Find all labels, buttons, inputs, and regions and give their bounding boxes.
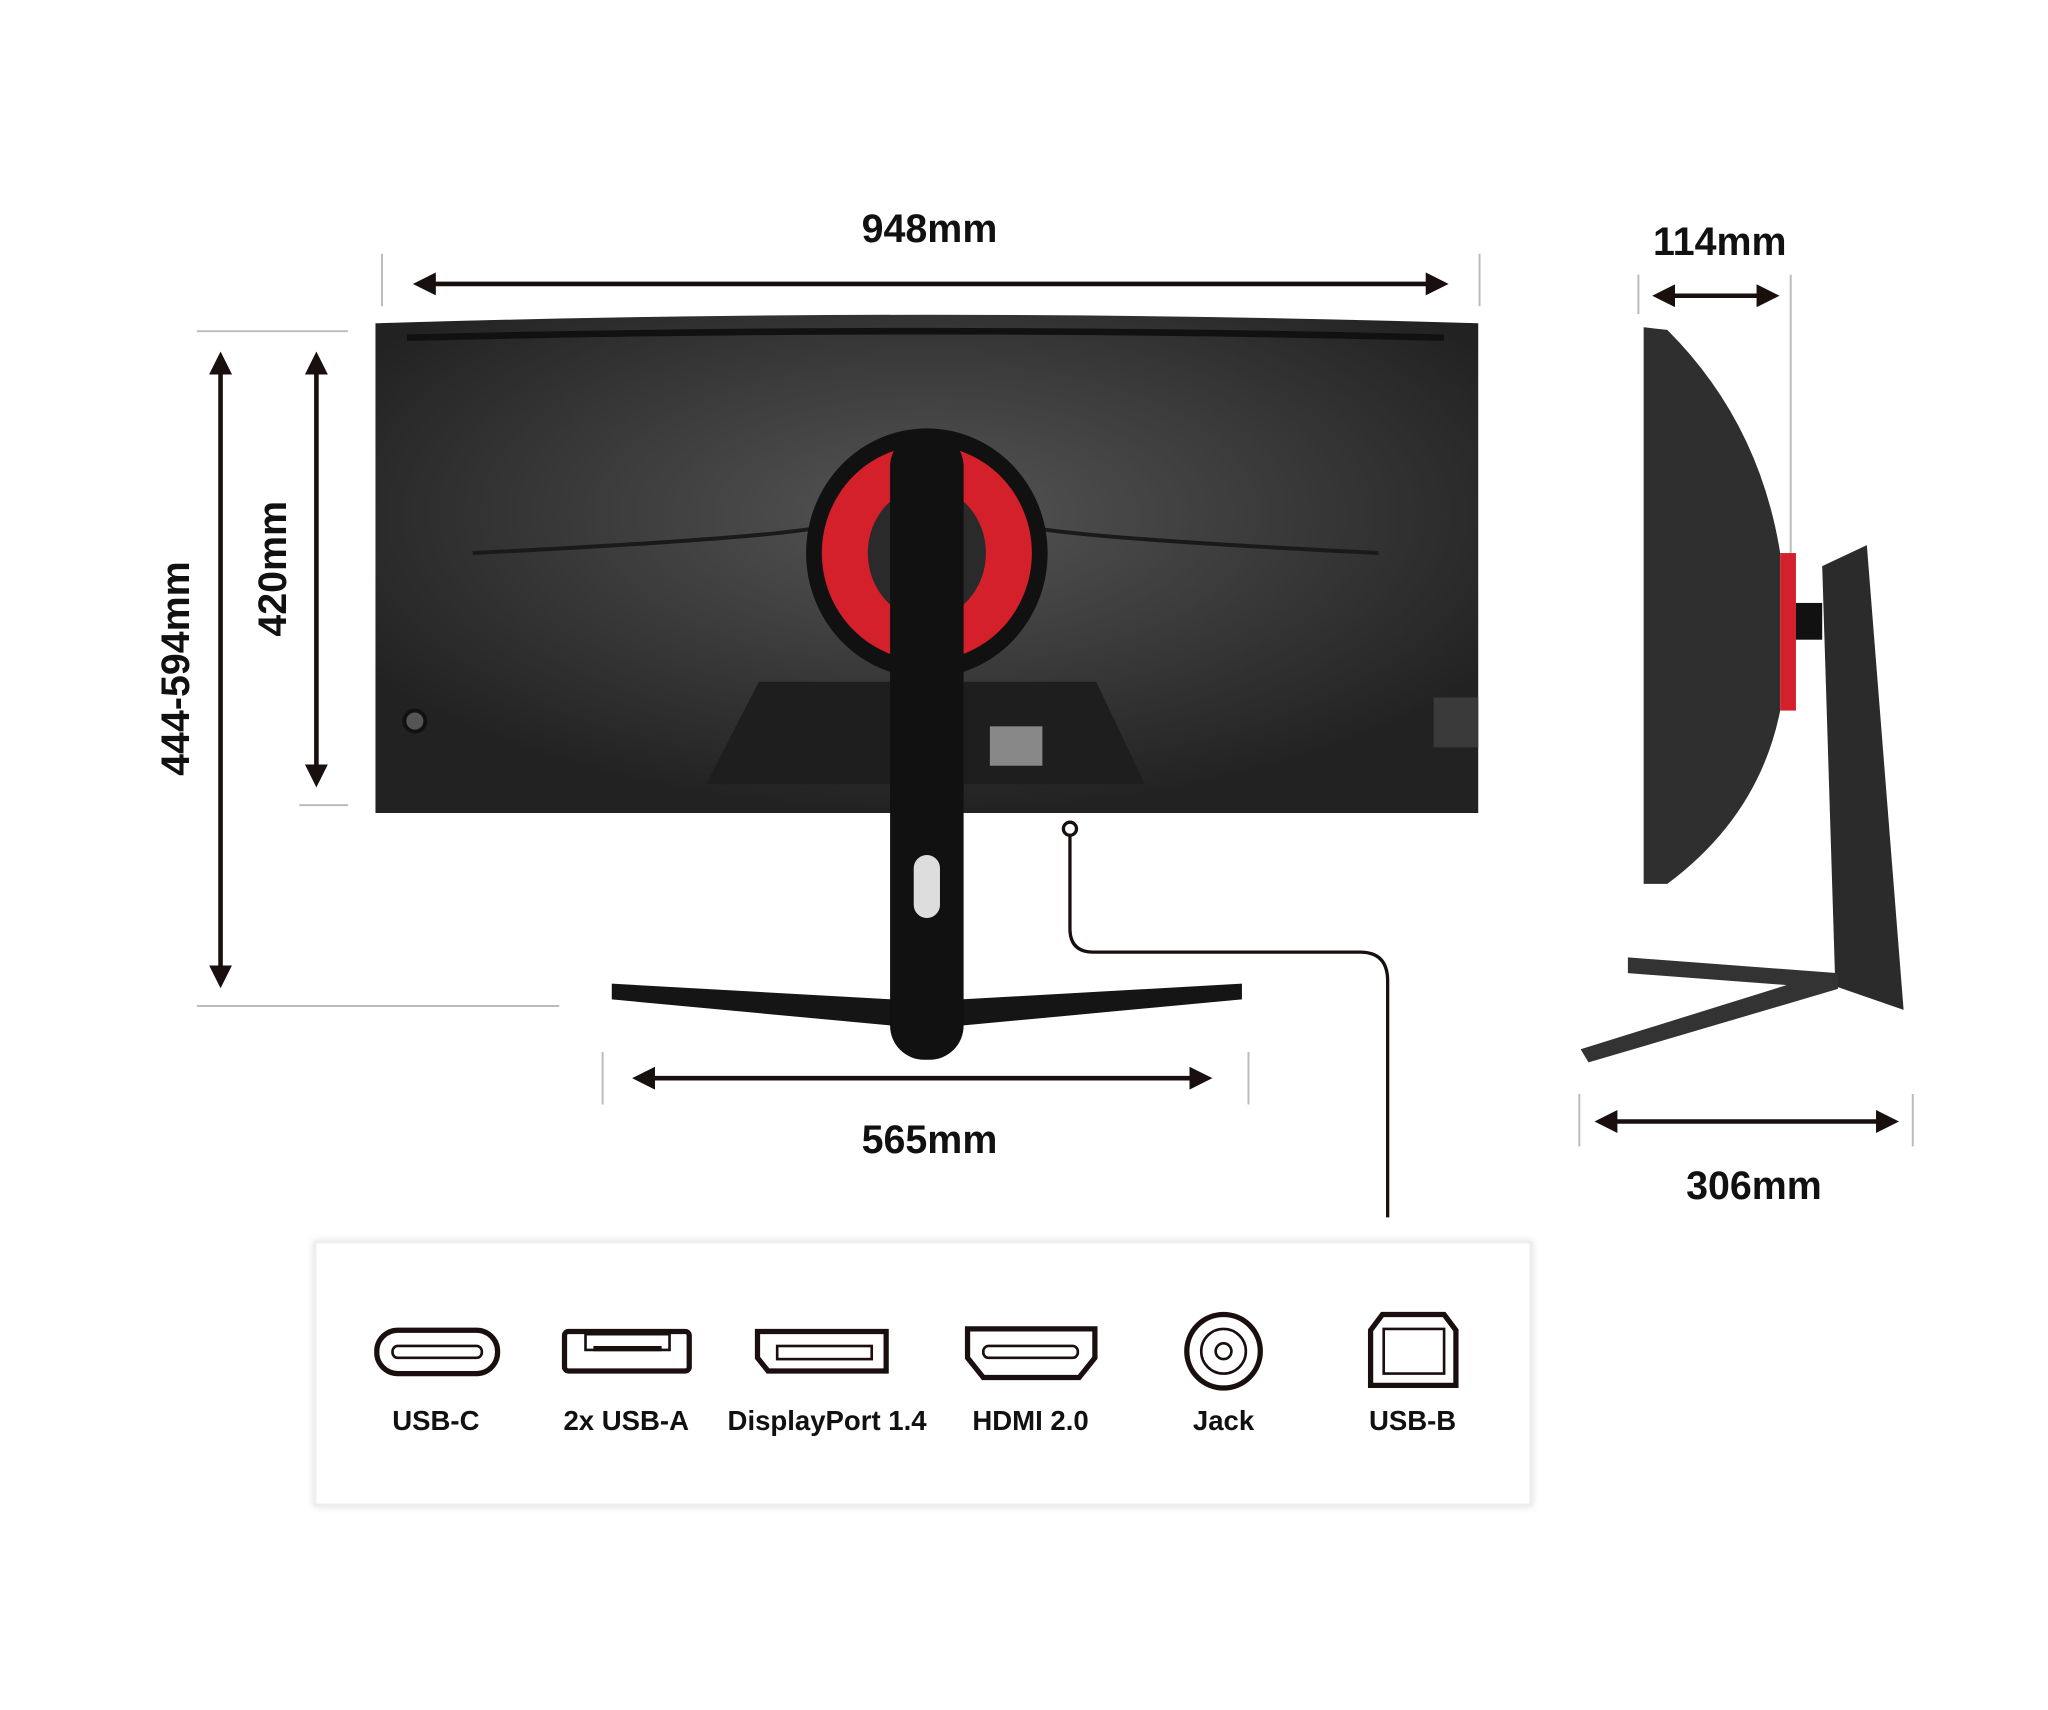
usb-b-port-icon [1367,1311,1459,1389]
usb-a-port-icon [561,1328,692,1374]
audio-jack-icon [1184,1311,1263,1391]
monitor-rear-view [375,314,1479,1060]
port-label-usb-b: USB-B [1369,1405,1456,1436]
total-height-label: 444-594mm [154,561,198,776]
dimension-lines [196,253,1914,1218]
hdmi-port-icon [964,1326,1098,1381]
port-label-displayport: DisplayPort 1.4 [728,1405,928,1436]
panel-depth-label: 114mm [1653,220,1787,264]
displayport-icon [754,1328,889,1374]
stand-width-label: 565mm [862,1118,998,1162]
monitor-side-view [1580,327,1904,1063]
port-label-usb-c: USB-C [392,1405,479,1436]
stand-depth-label: 306mm [1686,1164,1822,1208]
port-label-usb-a: 2x USB-A [563,1405,689,1436]
width-label: 948mm [862,207,998,251]
panel-height-label: 420mm [251,501,295,637]
port-label-jack: Jack [1193,1405,1255,1436]
usb-c-port-icon [374,1327,501,1377]
port-callout-line [1068,836,1390,1218]
port-label-hdmi: HDMI 2.0 [972,1405,1088,1436]
ports-panel: USB-C 2x USB-A DisplayPort 1.4 HDMI 2.0 … [313,1240,1533,1507]
